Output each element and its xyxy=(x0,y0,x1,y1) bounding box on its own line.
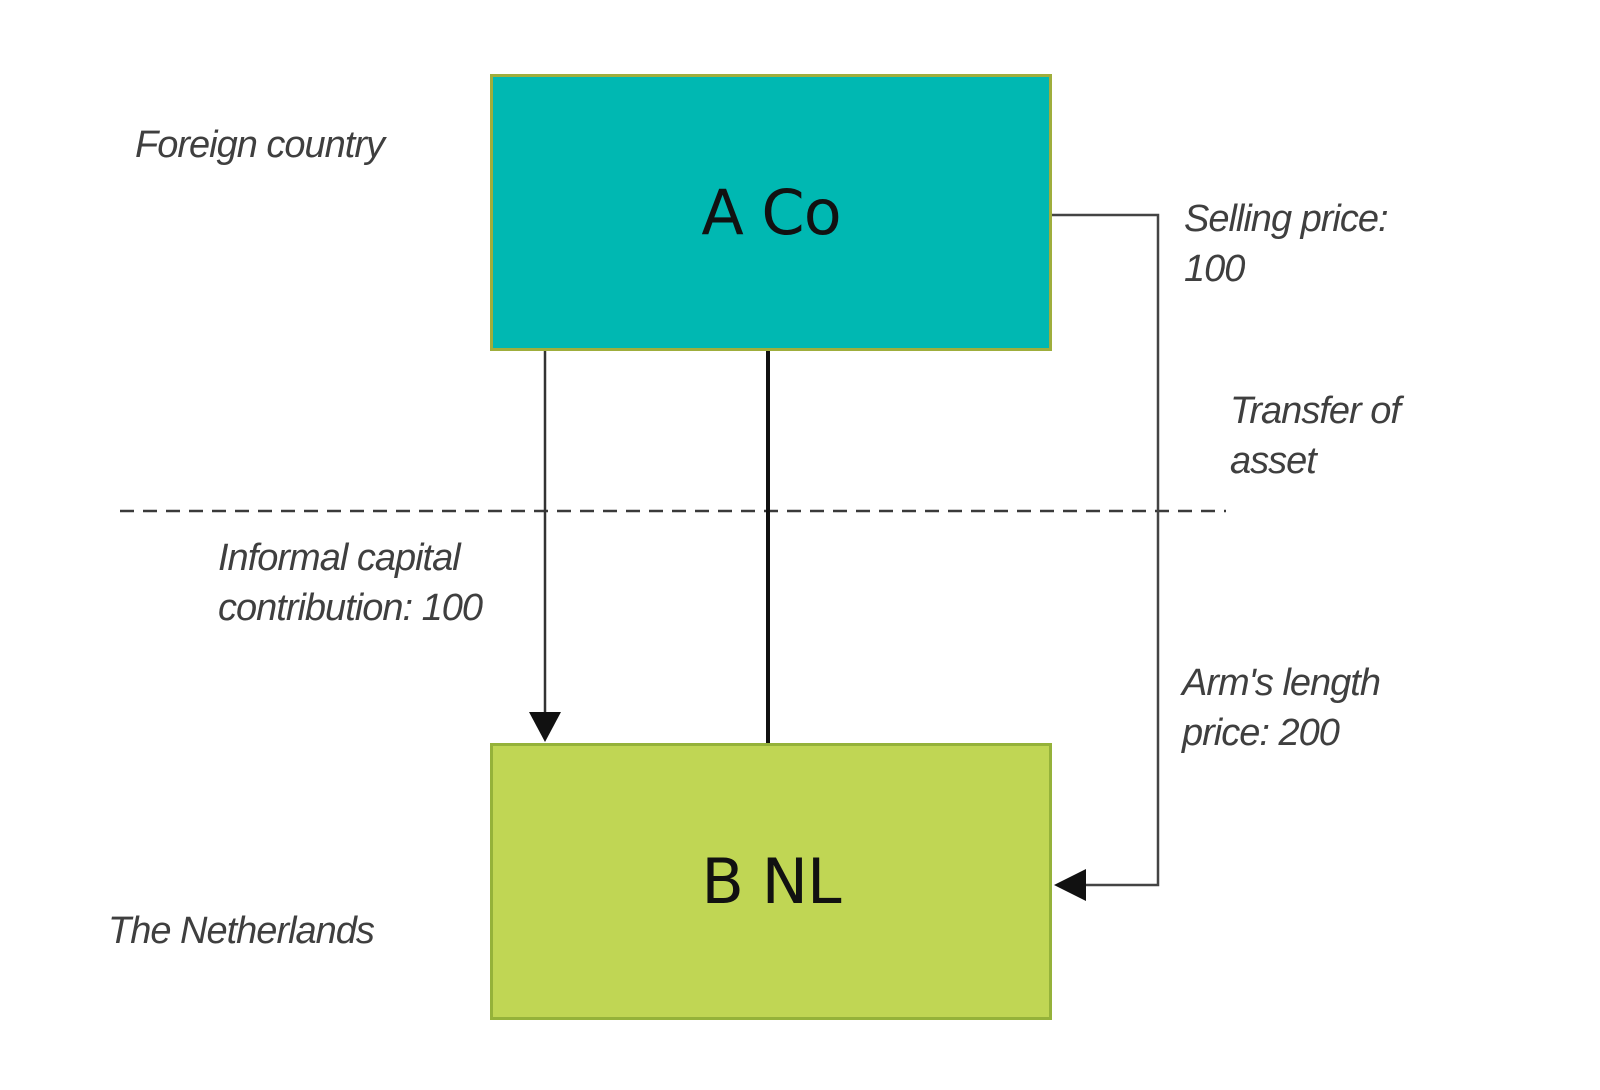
b-nl-label: B NL xyxy=(701,845,841,918)
capital-contribution-arrowhead xyxy=(529,712,561,742)
selling-price-label: Selling price: 100 xyxy=(1184,194,1389,294)
informal-capital-line-1: Informal capital xyxy=(218,537,461,579)
transfer-of-asset-line-2: asset xyxy=(1230,440,1317,482)
transfer-of-asset-label: Transfer of asset xyxy=(1230,386,1401,486)
transfer-of-asset-line-1: Transfer of xyxy=(1230,390,1401,432)
asset-transfer-arrow-line xyxy=(1052,213,1160,887)
arms-length-line-1: Arm's length xyxy=(1182,662,1381,704)
selling-price-line-1: Selling price: xyxy=(1184,198,1389,240)
netherlands-label: The Netherlands xyxy=(108,910,375,952)
selling-price-line-2: 100 xyxy=(1184,248,1245,290)
a-co-label: A Co xyxy=(701,176,841,249)
foreign-country-label: Foreign country xyxy=(135,124,385,166)
informal-capital-contribution-label: Informal capital contribution: 100 xyxy=(218,533,483,633)
informal-capital-line-2: contribution: 100 xyxy=(218,587,483,629)
a-co-box: A Co xyxy=(490,74,1052,351)
b-nl-box: B NL xyxy=(490,743,1052,1020)
asset-transfer-arrowhead xyxy=(1054,869,1086,901)
arms-length-line-2: price: 200 xyxy=(1182,712,1340,754)
arms-length-price-label: Arm's length price: 200 xyxy=(1182,658,1381,758)
